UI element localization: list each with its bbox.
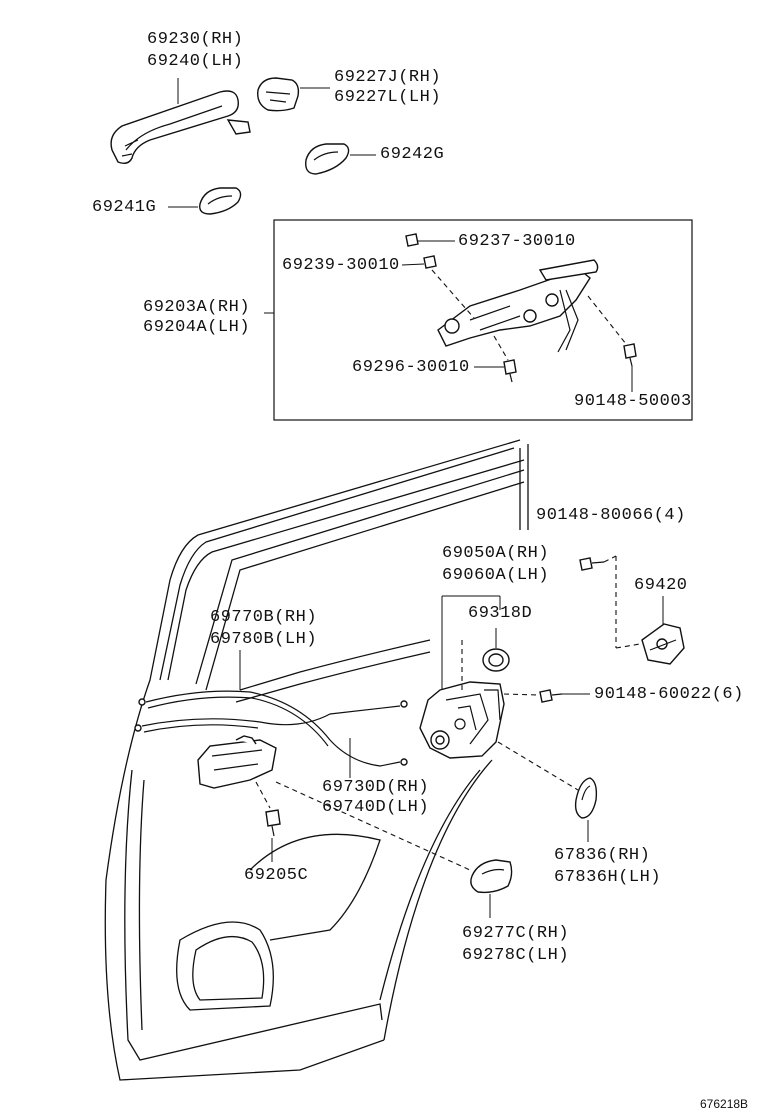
label-69205c: 69205C [244,866,309,885]
inside-door-handle [197,735,277,789]
label-69237: 69237-30010 [458,232,576,251]
service-hole-seal [574,777,598,819]
outside-door-handle [110,90,251,165]
screw-90148-60022 [539,689,563,703]
inside-handle-cover [470,859,513,894]
label-69203a: 69203A(RH) [143,298,251,317]
label-69296: 69296-30010 [352,358,470,377]
label-67836: 67836(RH) [554,846,651,865]
label-90148-50003: 90148-50003 [574,392,692,411]
label-69770b: 69770B(RH) [210,608,318,627]
label-69204a: 69204A(LH) [143,318,251,337]
label-69420: 69420 [634,576,688,595]
label-69227l: 69227L(LH) [334,88,442,107]
label-69230: 69230(RH) [147,30,244,49]
figure-id: 676218B [700,1097,749,1111]
frame-screw [503,359,517,383]
lock-cable [134,700,408,733]
label-90148-80066: 90148-80066(4) [536,506,686,525]
label-67836h: 67836H(LH) [554,868,662,887]
frame-bolt [623,343,637,367]
label-69241g: 69241G [92,198,157,217]
door-lock-assembly [419,681,505,759]
label-69242g: 69242G [380,145,445,164]
label-69780b: 69780B(LH) [210,630,318,649]
release-cable [138,690,408,767]
handle-cap-cover [257,77,300,112]
handle-pad-front [305,143,350,175]
label-69740d: 69740D(LH) [322,798,430,817]
screw-90148-80066 [579,557,605,571]
label-69227j: 69227J(RH) [334,68,442,87]
label-69060a: 69060A(LH) [442,566,550,585]
label-69730d: 69730D(RH) [322,778,430,797]
door-panel-outline [104,439,529,1081]
label-90148-60022: 90148-60022(6) [594,685,744,704]
label-69278c: 69278C(LH) [462,946,570,965]
handle-pad-rear [199,187,242,215]
handle-clip [265,809,281,837]
frame-clip-1 [405,233,419,247]
label-69239: 69239-30010 [282,256,400,275]
label-69318d: 69318D [468,604,533,623]
label-69240: 69240(LH) [147,52,244,71]
grommet [482,648,510,672]
door-striker [641,623,685,665]
outside-handle-frame [437,259,599,353]
label-69277c: 69277C(RH) [462,924,570,943]
frame-clip-2 [423,255,437,269]
label-69050a: 69050A(RH) [442,544,550,563]
